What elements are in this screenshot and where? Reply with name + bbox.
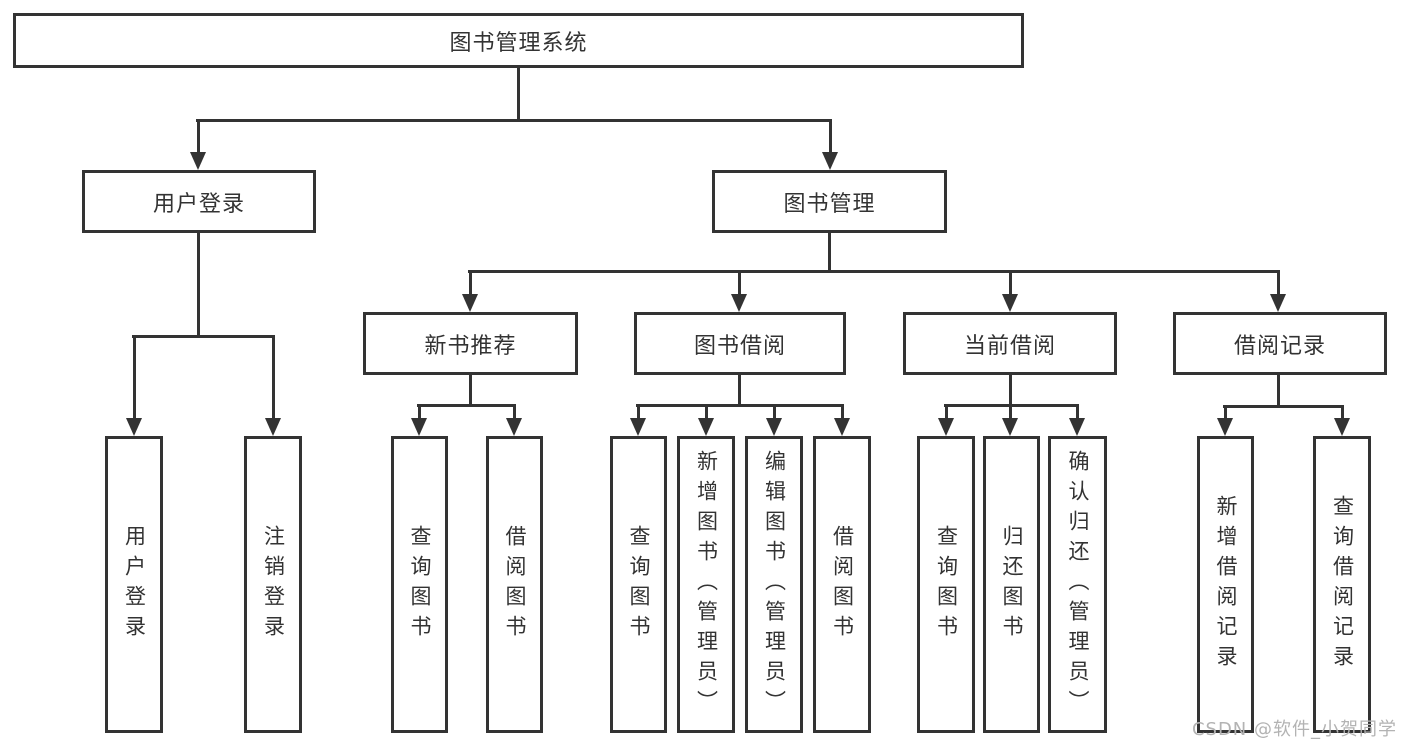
leaf-logout: 注销登录 — [244, 436, 302, 733]
leaf-label: 新增图书（管理员） — [694, 449, 719, 720]
leaf-query-borrow-record: 查询借阅记录 — [1313, 436, 1371, 733]
leaf-label: 借阅图书 — [503, 524, 527, 645]
arrowhead-down — [938, 418, 954, 436]
leaf-label: 借阅图书 — [830, 524, 855, 645]
connector-line — [197, 119, 200, 153]
leaf-return-books: 归还图书 — [983, 436, 1040, 733]
arrowhead-down — [506, 418, 522, 436]
connector-line — [513, 404, 516, 419]
node-label: 用户登录 — [152, 191, 245, 217]
connector-line — [637, 404, 640, 419]
leaf-label: 归还图书 — [1000, 524, 1024, 645]
node-borrowing-records: 借阅记录 — [1173, 312, 1387, 375]
connector-line — [469, 375, 472, 407]
arrowhead-down — [766, 418, 782, 436]
node-label: 图书管理系统 — [449, 30, 588, 56]
node-label: 当前借阅 — [963, 333, 1056, 359]
arrowhead-down — [1069, 418, 1085, 436]
connector-line — [738, 375, 741, 407]
connector-line — [829, 119, 832, 153]
connector-line — [197, 233, 200, 338]
connector-line — [1277, 375, 1280, 408]
arrowhead-down — [411, 418, 427, 436]
leaf-query-books-borrowing: 查询图书 — [610, 436, 667, 733]
connector-line — [469, 270, 472, 295]
connector-line — [1277, 270, 1280, 295]
leaf-borrow-books: 借阅图书 — [813, 436, 871, 733]
leaf-label: 注销登录 — [261, 524, 286, 645]
csdn-watermark: CSDN @软件_小贺同学 — [1191, 719, 1397, 740]
leaf-confirm-return-admin: 确认归还（管理员） — [1048, 436, 1107, 733]
arrowhead-down — [822, 152, 838, 170]
connector-line — [1341, 405, 1344, 419]
leaf-borrow-books-recommend: 借阅图书 — [486, 436, 543, 733]
node-label: 借阅记录 — [1233, 333, 1326, 359]
arrowhead-down — [834, 418, 850, 436]
arrowhead-down — [265, 418, 281, 436]
node-root-library-system: 图书管理系统 — [13, 13, 1024, 68]
leaf-label: 新增借阅记录 — [1214, 494, 1238, 675]
connector-line — [1009, 404, 1012, 419]
arrowhead-down — [190, 152, 206, 170]
connector-line — [1076, 404, 1079, 419]
connector-line — [945, 404, 948, 419]
arrowhead-down — [1334, 418, 1350, 436]
connector-line — [272, 335, 275, 418]
leaf-query-books-current: 查询图书 — [917, 436, 975, 733]
leaf-label: 确认归还（管理员） — [1066, 449, 1090, 720]
arrowhead-down — [731, 294, 747, 312]
node-book-management: 图书管理 — [712, 170, 947, 233]
connector-line — [773, 404, 776, 419]
leaf-label: 查询图书 — [627, 524, 651, 645]
arrowhead-down — [698, 418, 714, 436]
leaf-label: 查询图书 — [408, 524, 432, 645]
leaf-user-login: 用户登录 — [105, 436, 163, 733]
connector-line — [841, 404, 844, 419]
arrowhead-down — [630, 418, 646, 436]
leaf-label: 用户登录 — [122, 524, 147, 645]
arrowhead-down — [1002, 294, 1018, 312]
connector-line — [1009, 375, 1012, 407]
connector-line — [705, 404, 708, 419]
connector-line — [417, 404, 516, 407]
connector-line — [1223, 405, 1344, 408]
node-book-borrowing: 图书借阅 — [634, 312, 846, 375]
leaf-edit-books-admin: 编辑图书（管理员） — [745, 436, 803, 733]
connector-line — [418, 404, 421, 419]
connector-line — [636, 404, 844, 407]
connector-line — [517, 68, 520, 122]
leaf-label: 查询借阅记录 — [1330, 494, 1355, 675]
node-current-borrowing: 当前借阅 — [903, 312, 1117, 375]
arrowhead-down — [462, 294, 478, 312]
leaf-add-books-admin: 新增图书（管理员） — [677, 436, 735, 733]
connector-line — [1224, 405, 1227, 419]
node-label: 图书管理 — [783, 191, 876, 217]
node-label: 图书借阅 — [693, 333, 786, 359]
arrowhead-down — [1217, 418, 1233, 436]
connector-line — [132, 335, 274, 338]
connector-line — [196, 119, 831, 122]
arrowhead-down — [126, 418, 142, 436]
connector-line — [828, 233, 831, 273]
arrowhead-down — [1270, 294, 1286, 312]
leaf-add-borrow-record: 新增借阅记录 — [1197, 436, 1254, 733]
leaf-label: 查询图书 — [934, 524, 959, 645]
node-label: 新书推荐 — [424, 333, 517, 359]
connector-line — [1009, 270, 1012, 295]
arrowhead-down — [1002, 418, 1018, 436]
node-user-login: 用户登录 — [82, 170, 316, 233]
leaf-query-books-recommend: 查询图书 — [391, 436, 448, 733]
leaf-label: 编辑图书（管理员） — [762, 449, 787, 720]
connector-line — [738, 270, 741, 295]
node-new-book-recommend: 新书推荐 — [363, 312, 578, 375]
connector-line — [133, 335, 136, 418]
connector-line — [468, 270, 1280, 273]
